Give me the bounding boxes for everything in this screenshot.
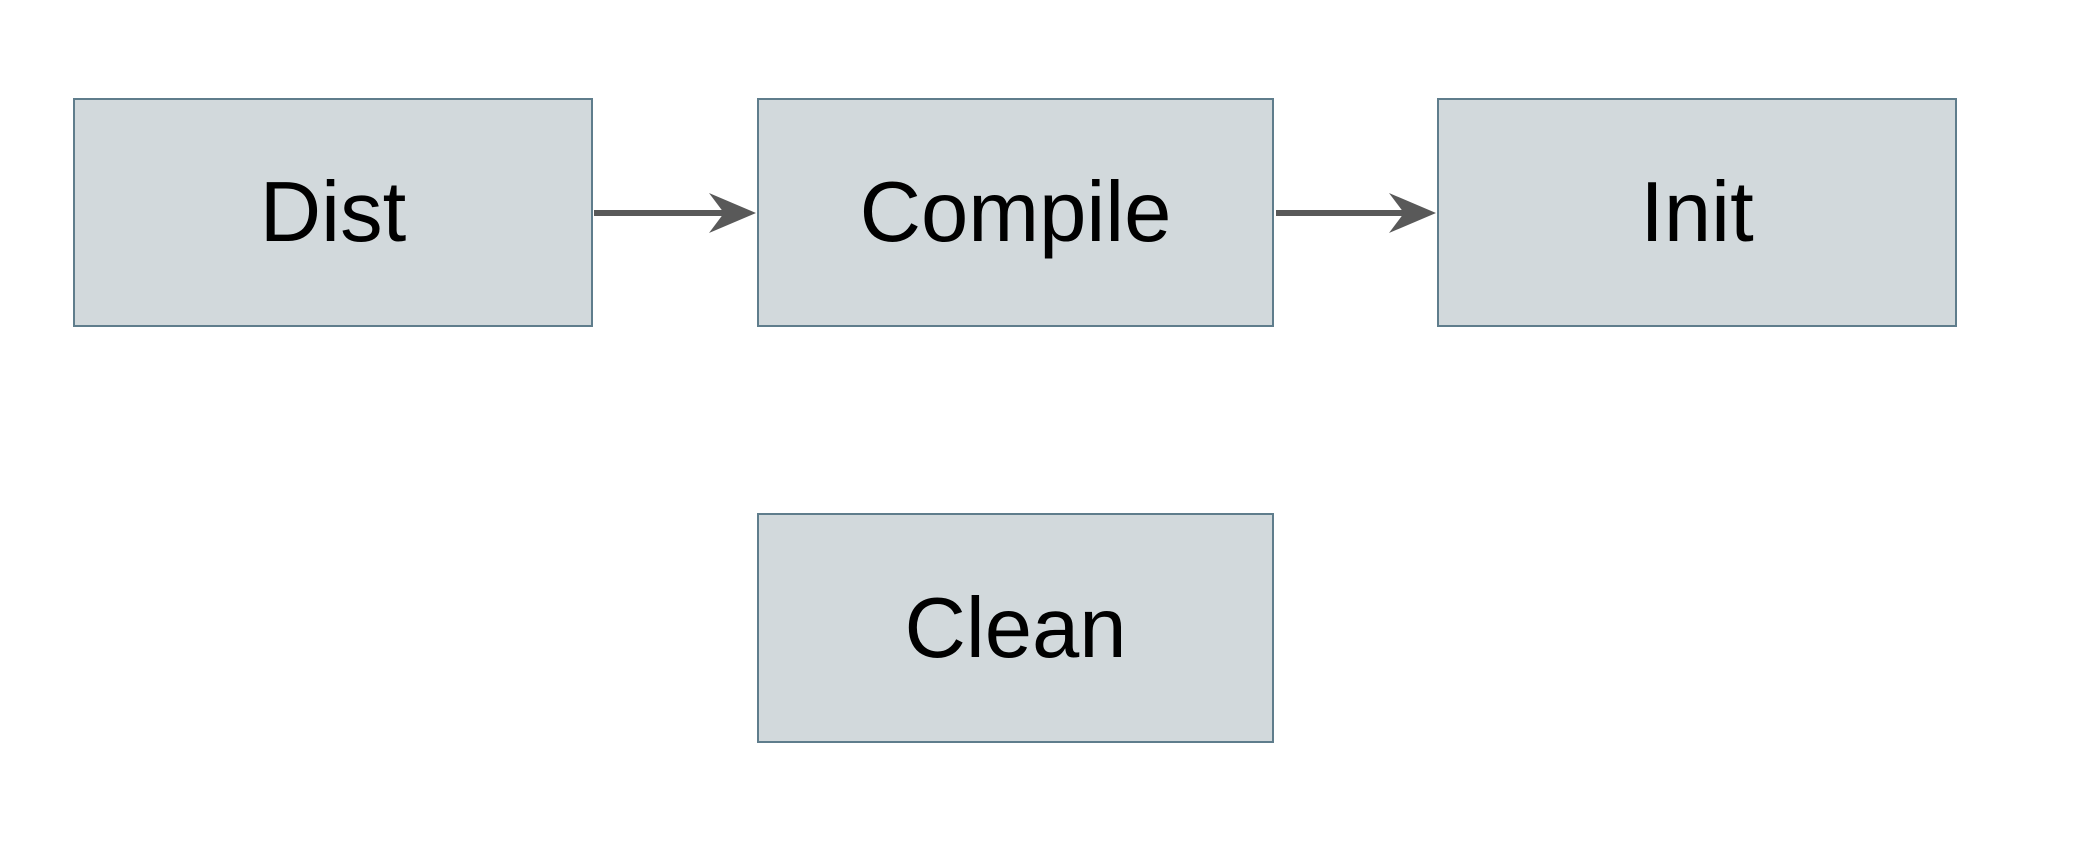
node-init-label: Init [1640,165,1754,260]
node-init: Init [1437,98,1957,327]
arrow-compile-to-init [1276,193,1436,233]
node-dist: Dist [73,98,593,327]
node-clean-label: Clean [904,580,1127,676]
arrow-dist-to-compile [594,193,756,233]
node-dist-label: Dist [259,165,407,260]
node-compile-label: Compile [859,165,1172,260]
node-compile: Compile [757,98,1274,327]
arrowhead-icon [1389,193,1436,233]
arrowhead-icon [709,193,756,233]
node-clean: Clean [757,513,1274,743]
